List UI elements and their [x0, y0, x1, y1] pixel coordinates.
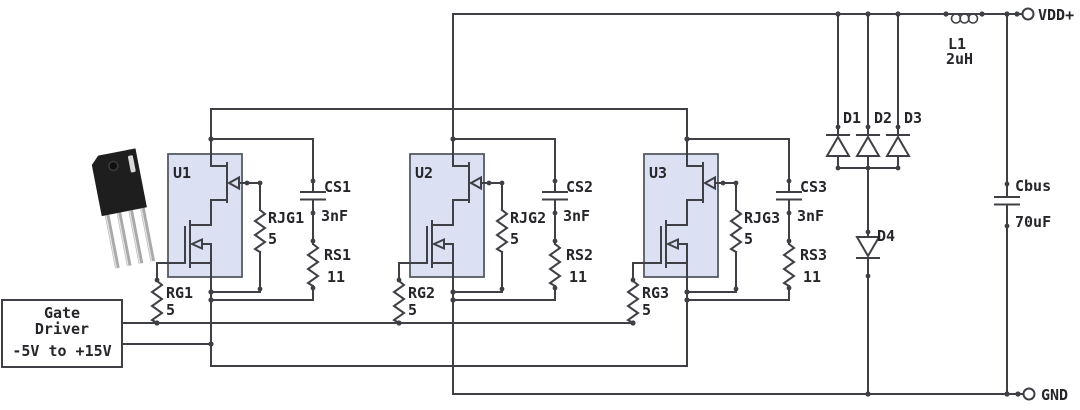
rjg1-value: 5 — [268, 230, 277, 248]
rjg3-value: 5 — [744, 230, 753, 248]
rs1-value: 11 — [327, 268, 345, 286]
cbus-value: 70uF — [1015, 213, 1051, 231]
gate-driver-line2: Driver — [35, 320, 89, 338]
d4-label: D4 — [877, 227, 895, 245]
rg3-label: RG3 — [642, 284, 669, 302]
diode-d4-symbol — [855, 236, 881, 258]
bus-capacitor-symbol — [994, 11, 1020, 397]
cs3-label: CS3 — [800, 178, 827, 196]
d1-label: D1 — [843, 109, 861, 127]
u3-designator: U3 — [649, 164, 667, 182]
diode-d1-symbol — [826, 134, 850, 157]
gate-driver-box — [1, 299, 123, 368]
cs2-value: 3nF — [563, 207, 590, 225]
rs3-label: RS3 — [800, 246, 827, 264]
l1-value: 2uH — [946, 50, 973, 68]
rg1-value: 5 — [166, 301, 175, 319]
rg2-label: RG2 — [408, 284, 435, 302]
rs2-value: 11 — [569, 268, 587, 286]
inductor-l1-symbol — [943, 11, 985, 24]
d2-label: D2 — [874, 109, 892, 127]
vdd-label: VDD+ — [1038, 6, 1074, 24]
rs3-value: 11 — [803, 268, 821, 286]
d3-label: D3 — [904, 109, 922, 127]
vdd-terminal — [1014, 7, 1035, 21]
rs1-label: RS1 — [324, 246, 351, 264]
diode-d3-symbol — [886, 134, 910, 157]
cs2-label: CS2 — [566, 178, 593, 196]
rjg3-label: RJG3 — [744, 209, 780, 227]
net-gnd — [452, 299, 1024, 395]
cs3-value: 3nF — [797, 207, 824, 225]
rjg2-value: 5 — [510, 230, 519, 248]
rg1-label: RG1 — [166, 284, 193, 302]
u2-designator: U2 — [415, 164, 433, 182]
gate-driver-line3: -5V to +15V — [12, 342, 111, 360]
rs2-label: RS2 — [566, 246, 593, 264]
rjg1-label: RJG1 — [268, 209, 304, 227]
net-vdd-top-rail — [452, 13, 1023, 140]
net-gate-drive-bus — [121, 322, 634, 347]
gnd-label: GND — [1041, 386, 1068, 404]
gnd-terminal — [1015, 387, 1036, 401]
cbus-label: Cbus — [1015, 177, 1051, 195]
rg3-value: 5 — [642, 301, 651, 319]
net-source-tie — [210, 299, 688, 367]
diode-d2-symbol — [856, 134, 880, 157]
l1-label: L1 — [948, 35, 966, 53]
cs1-value: 3nF — [321, 207, 348, 225]
gate-driver-line1: Gate — [44, 304, 80, 322]
cs1-label: CS1 — [324, 178, 351, 196]
package-mounting-hole — [108, 160, 119, 172]
net-drain-link — [210, 108, 688, 140]
to247-package-photo — [91, 148, 156, 269]
diode-network — [826, 11, 910, 397]
package-slot — [128, 155, 136, 173]
rg2-value: 5 — [408, 301, 417, 319]
rjg2-label: RJG2 — [510, 209, 546, 227]
u1-designator: U1 — [173, 164, 191, 182]
